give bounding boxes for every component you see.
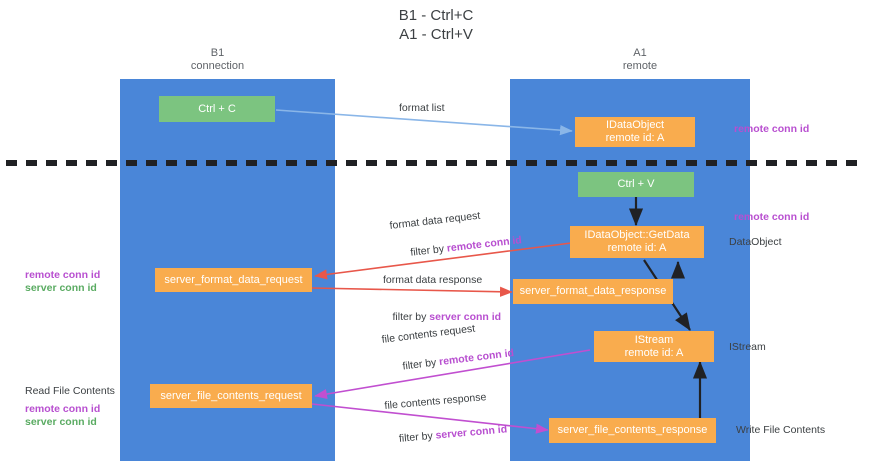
box-server-file-contents-request[interactable]: server_file_contents_request — [150, 384, 312, 408]
box-ctrl-v[interactable]: Ctrl + V — [578, 172, 694, 197]
filter-value: server conn id — [435, 423, 508, 442]
label-file-contents-response-filter: filter by server conn id — [380, 410, 509, 460]
filter-prefix: filter by — [401, 356, 440, 373]
page-title: B1 - Ctrl+C A1 - Ctrl+V — [398, 7, 474, 43]
box-idataobject[interactable]: IDataObject remote id: A — [575, 117, 695, 147]
label-left-remote-conn-id-2: remote conn id — [25, 403, 101, 415]
filter-prefix: filter by — [398, 429, 437, 445]
label-remote-conn-id-mid: remote conn id — [734, 211, 810, 223]
lane-header-a1: A1 remote — [622, 47, 658, 72]
label-read-file-contents: Read File Contents — [25, 385, 115, 397]
box-istream[interactable]: IStream remote id: A — [594, 331, 714, 362]
label-format-data-response: format data response — [383, 274, 483, 286]
lane-header-b1: B1 connection — [190, 47, 245, 72]
label-left-server-conn-id: server conn id — [25, 282, 97, 294]
filter-prefix: filter by — [392, 311, 430, 323]
box-idataobject-getdata[interactable]: IDataObject::GetData remote id: A — [570, 226, 704, 258]
label-group-file-contents-response: file contents response filter by server … — [384, 390, 509, 460]
filter-value: remote conn id — [438, 346, 515, 369]
box-ctrl-c[interactable]: Ctrl + C — [159, 96, 275, 122]
label-left-remote-conn-id: remote conn id — [25, 269, 101, 281]
filter-value: server conn id — [429, 311, 502, 323]
label-data-object: DataObject — [729, 236, 782, 248]
label-group-format-data-request: format data request filter by remote con… — [389, 205, 524, 274]
label-istream: IStream — [729, 341, 766, 353]
label-file-contents-response: file contents response — [384, 391, 487, 412]
label-left-server-conn-id-2: server conn id — [25, 416, 97, 428]
label-write-file-contents: Write File Contents — [736, 424, 826, 436]
label-remote-conn-id-top: remote conn id — [734, 123, 810, 135]
box-server-file-contents-response[interactable]: server_file_contents_response — [549, 418, 716, 443]
box-server-format-data-request[interactable]: server_format_data_request — [155, 268, 312, 292]
label-group-format-data-response: format data response filter by server co… — [383, 274, 501, 337]
box-server-format-data-response[interactable]: server_format_data_response — [513, 279, 673, 304]
filter-prefix: filter by — [409, 242, 448, 259]
label-format-list: format list — [399, 102, 445, 114]
label-format-data-response-filter: filter by server conn id — [375, 298, 502, 337]
filter-value: remote conn id — [446, 234, 523, 255]
